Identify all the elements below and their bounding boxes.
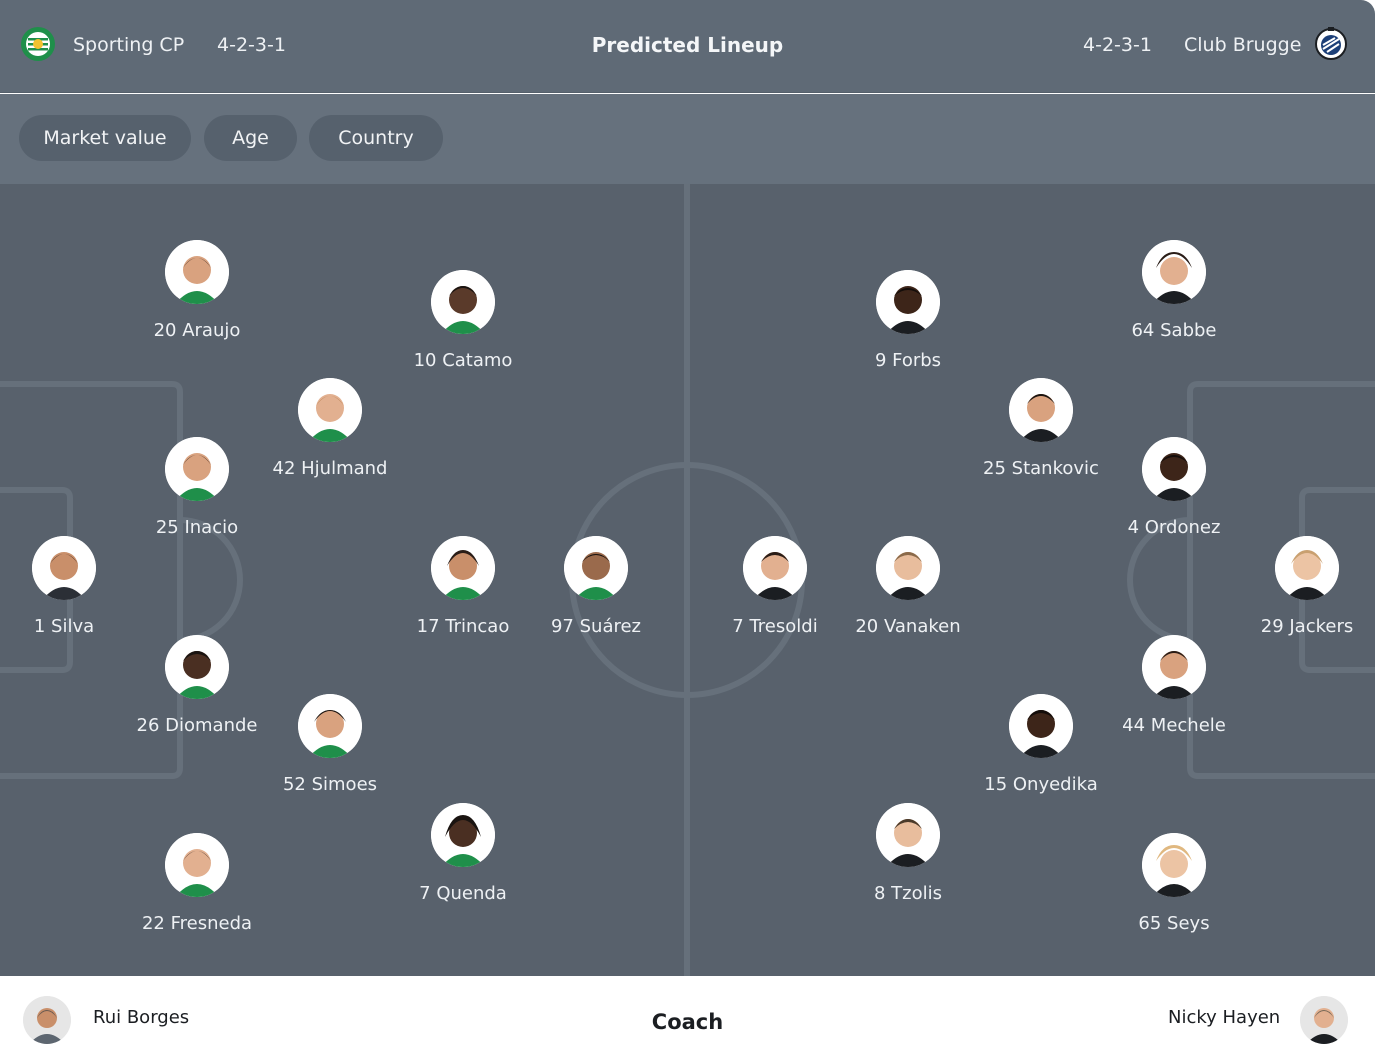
player-name: 44 Mechele [1122, 715, 1226, 736]
player-avatar [1275, 536, 1339, 600]
player-card[interactable]: 52 Simoes [240, 694, 420, 796]
player-name: 9 Forbs [874, 350, 942, 371]
player-name: 64 Sabbe [1131, 320, 1217, 341]
player-avatar [1142, 437, 1206, 501]
lineup-header: Sporting CP 4-2-3-1 Predicted Lineup 4-2… [0, 0, 1375, 93]
player-card[interactable]: 97 Suárez [506, 536, 686, 638]
player-card[interactable]: 1 Silva [0, 536, 154, 638]
player-name: 52 Simoes [282, 774, 378, 795]
player-card[interactable]: 65 Seys [1084, 833, 1264, 935]
player-avatar [431, 270, 495, 334]
player-avatar [165, 437, 229, 501]
player-card[interactable]: 15 Onyedika [951, 694, 1131, 796]
player-card[interactable]: 7 Quenda [373, 803, 553, 905]
coach-bar: Rui Borges Coach Nicky Hayen [0, 976, 1375, 1060]
sporting-crest-icon[interactable] [20, 26, 56, 62]
player-card[interactable]: 25 Inacio [107, 437, 287, 539]
player-name: 7 Quenda [419, 883, 507, 904]
player-card[interactable]: 4 Ordonez [1084, 437, 1264, 539]
player-avatar [165, 833, 229, 897]
player-card[interactable]: 64 Sabbe [1084, 240, 1264, 342]
home-team-name[interactable]: Sporting CP [73, 34, 185, 56]
player-name: 20 Araujo [153, 320, 241, 341]
player-card[interactable]: 10 Catamo [373, 270, 553, 372]
away-team-name[interactable]: Club Brugge [1184, 34, 1302, 56]
filter-bar: Market value Age Country [0, 94, 1375, 184]
player-name: 17 Trincao [416, 616, 510, 637]
player-avatar [298, 694, 362, 758]
player-avatar [876, 803, 940, 867]
player-avatar [32, 536, 96, 600]
player-card[interactable]: 20 Araujo [107, 240, 287, 342]
player-card[interactable]: 42 Hjulmand [240, 378, 420, 480]
player-name: 4 Ordonez [1127, 517, 1221, 538]
player-name: 25 Inacio [155, 517, 239, 538]
player-card[interactable]: 8 Tzolis [818, 803, 998, 905]
page-title: Predicted Lineup [591, 33, 784, 57]
filter-country[interactable]: Country [309, 115, 443, 161]
home-coach-avatar [23, 996, 71, 1044]
player-avatar [298, 378, 362, 442]
player-card[interactable]: 26 Diomande [107, 635, 287, 737]
player-card[interactable]: 7 Tresoldi [685, 536, 865, 638]
player-name: 22 Fresneda [141, 913, 253, 934]
away-coach-name[interactable]: Nicky Hayen [1168, 1007, 1281, 1028]
player-avatar [431, 536, 495, 600]
home-coach-name[interactable]: Rui Borges [93, 1007, 190, 1028]
player-avatar [431, 803, 495, 867]
away-formation: 4-2-3-1 [1083, 34, 1152, 56]
player-avatar [743, 536, 807, 600]
player-card[interactable]: 9 Forbs [818, 270, 998, 372]
player-name: 97 Suárez [550, 616, 642, 637]
away-coach-avatar [1300, 996, 1348, 1044]
player-name: 42 Hjulmand [272, 458, 388, 479]
player-avatar [1142, 833, 1206, 897]
player-name: 26 Diomande [136, 715, 258, 736]
player-name: 29 Jackers [1260, 616, 1354, 637]
player-name: 7 Tresoldi [732, 616, 818, 637]
player-avatar [1009, 378, 1073, 442]
player-name: 65 Seys [1138, 913, 1210, 934]
player-avatar [564, 536, 628, 600]
player-card[interactable]: 29 Jackers [1217, 536, 1375, 638]
player-name: 10 Catamo [413, 350, 513, 371]
home-formation: 4-2-3-1 [217, 34, 286, 56]
player-avatar [165, 635, 229, 699]
coach-label: Coach [651, 1010, 724, 1034]
pitch-markings [0, 184, 1375, 976]
player-avatar [876, 270, 940, 334]
player-avatar [1142, 240, 1206, 304]
player-avatar [1142, 635, 1206, 699]
player-name: 25 Stankovic [983, 458, 1099, 479]
filter-market-value[interactable]: Market value [19, 115, 191, 161]
filter-age[interactable]: Age [204, 115, 297, 161]
player-name: 20 Vanaken [855, 616, 961, 637]
player-avatar [1009, 694, 1073, 758]
player-name: 1 Silva [33, 616, 95, 637]
player-card[interactable]: 17 Trincao [373, 536, 553, 638]
player-card[interactable]: 20 Vanaken [818, 536, 998, 638]
player-card[interactable]: 44 Mechele [1084, 635, 1264, 737]
football-pitch: 20 Araujo 10 Catamo 42 Hjulmand 25 Inaci… [0, 184, 1375, 976]
player-card[interactable]: 22 Fresneda [107, 833, 287, 935]
player-name: 8 Tzolis [873, 883, 942, 904]
player-avatar [876, 536, 940, 600]
brugge-crest-icon[interactable] [1313, 26, 1349, 62]
player-card[interactable]: 25 Stankovic [951, 378, 1131, 480]
player-avatar [165, 240, 229, 304]
player-name: 15 Onyedika [984, 774, 1098, 795]
